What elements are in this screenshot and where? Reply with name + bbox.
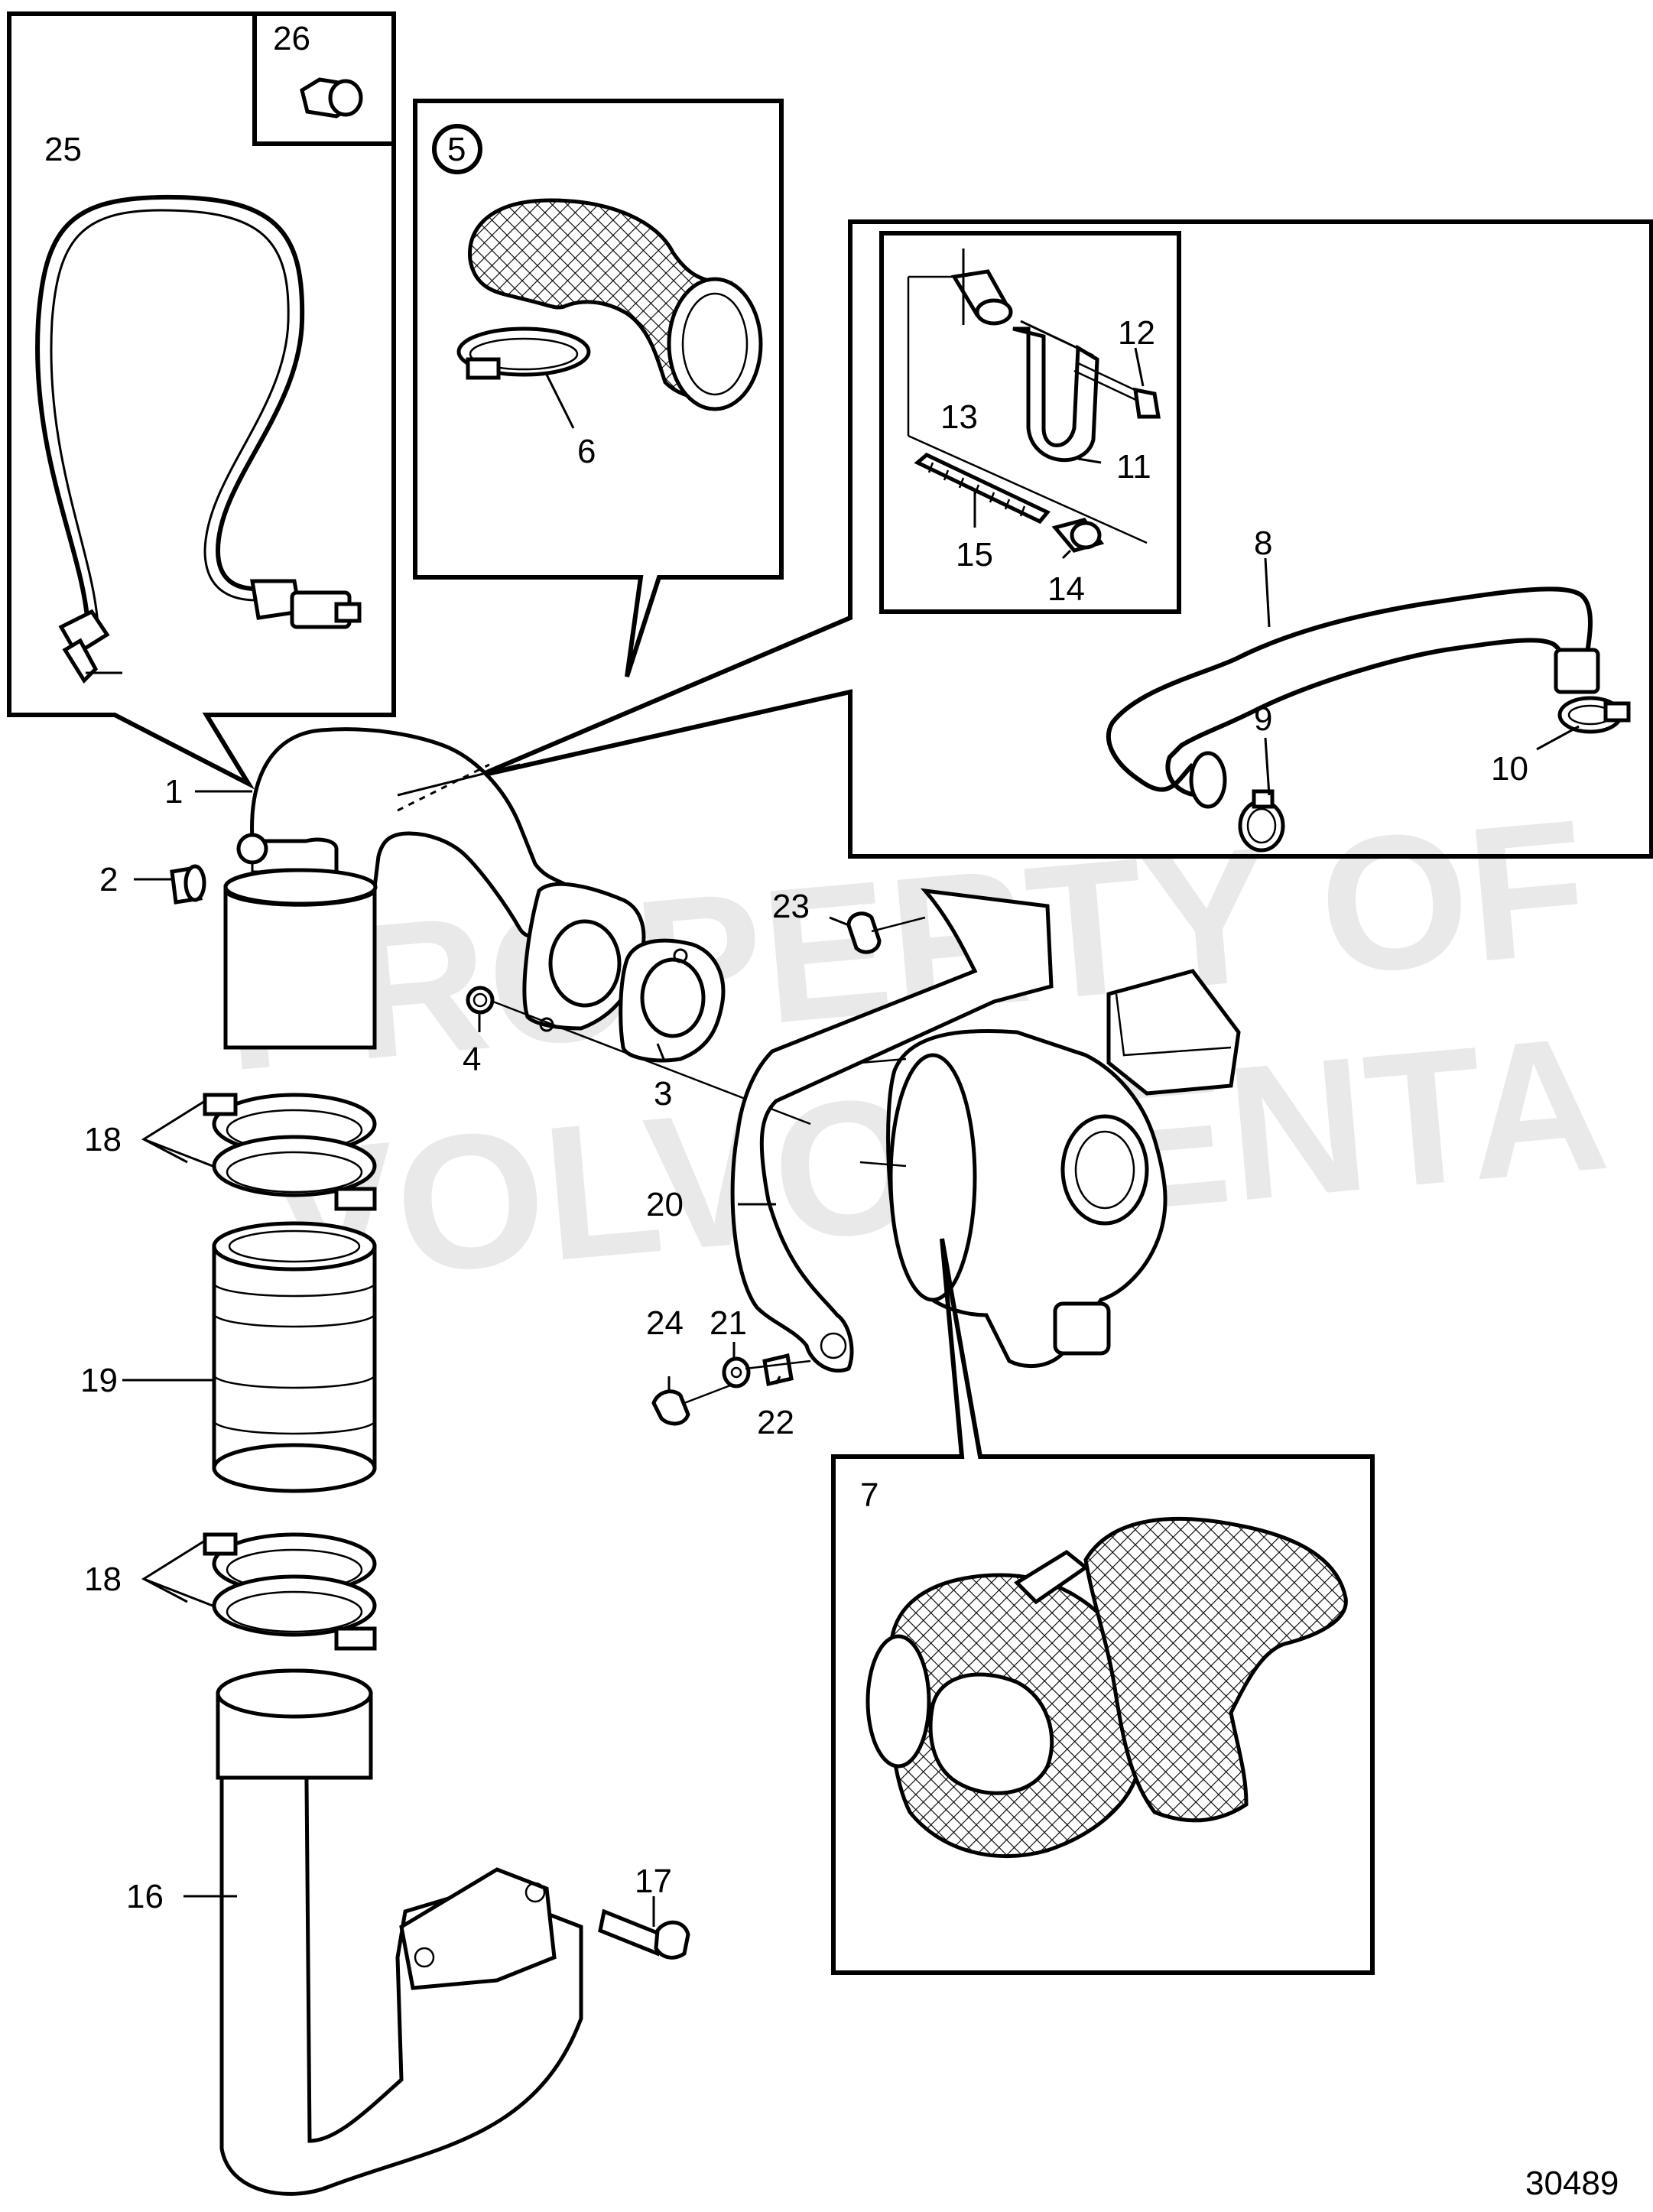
plug-part-26 <box>300 77 363 119</box>
hose-clamps-part-18-upper <box>203 1093 377 1211</box>
inset-sensor-cable <box>7 11 396 790</box>
bolt-part-24 <box>651 1384 731 1426</box>
hose-clamp-part-6 <box>456 326 591 429</box>
callout-6: 6 <box>577 433 596 470</box>
callout-21: 21 <box>710 1304 747 1342</box>
spacer-part-22 <box>762 1353 794 1387</box>
inset-heat-shield <box>413 99 784 677</box>
bracket-part-20 <box>730 888 1054 1373</box>
callout-12: 12 <box>1118 314 1155 352</box>
callout-18-lower: 18 <box>84 1561 122 1598</box>
callout-2: 2 <box>99 861 118 898</box>
callout-4: 4 <box>463 1041 481 1078</box>
callout-11: 11 <box>1116 448 1151 486</box>
callout-7: 7 <box>860 1476 878 1514</box>
callout-labels: 1 2 3 4 5 6 7 8 9 10 11 12 13 14 15 16 1… <box>44 20 1619 2202</box>
exhaust-elbow-part-1 <box>223 727 573 1050</box>
callout-23: 23 <box>772 888 810 925</box>
callout-19: 19 <box>80 1362 118 1399</box>
callout-13: 13 <box>940 398 978 436</box>
callout-16: 16 <box>126 1878 164 1915</box>
bolt-part-17 <box>598 1908 690 1960</box>
inset-oil-hose <box>476 219 1653 859</box>
callout-24: 24 <box>646 1304 684 1342</box>
callout-5: 5 <box>447 131 466 168</box>
bellows-hose-part-19 <box>212 1221 377 1493</box>
callout-25: 25 <box>44 131 82 168</box>
callout-9: 9 <box>1254 700 1272 738</box>
sleeve-part-14 <box>1051 518 1105 553</box>
bolt-part-12 <box>1073 362 1161 419</box>
drawing-number: 30489 <box>1525 2165 1619 2202</box>
hose-clamps-part-18-lower <box>203 1532 377 1651</box>
washer-part-21 <box>722 1356 751 1389</box>
callout-10: 10 <box>1491 750 1528 788</box>
clamp-part-10 <box>1557 696 1631 734</box>
turbo-heat-shield-part-7 <box>865 1517 1348 1859</box>
exhaust-pipe-part-16 <box>216 1668 583 2196</box>
plug-part-2 <box>170 833 268 905</box>
turbocharger <box>859 969 1241 1369</box>
callout-14: 14 <box>1047 570 1085 608</box>
callout-18-upper: 18 <box>84 1121 122 1158</box>
callout-17: 17 <box>635 1863 672 1900</box>
inset-turbo-heat-shield <box>831 1238 1375 1975</box>
callout-22: 22 <box>757 1404 794 1441</box>
callout-15: 15 <box>956 536 993 573</box>
sleeve-part-13 <box>950 269 1013 326</box>
gasket-part-3 <box>522 882 726 1063</box>
callout-3: 3 <box>654 1075 672 1112</box>
oil-hose-part-8 <box>1106 586 1600 809</box>
callout-26: 26 <box>273 20 310 57</box>
clamp-part-9 <box>1238 789 1285 853</box>
callout-8: 8 <box>1254 525 1272 562</box>
clamp-part-11 <box>1012 320 1099 463</box>
callout-1: 1 <box>164 773 183 810</box>
stud-part-15 <box>914 453 1051 525</box>
leader-lines <box>122 248 1580 1927</box>
bolt-part-23 <box>846 911 926 954</box>
callout-20: 20 <box>646 1186 684 1223</box>
sensor-cable-part-25 <box>35 194 362 684</box>
heat-shield-part-5 <box>467 198 763 411</box>
